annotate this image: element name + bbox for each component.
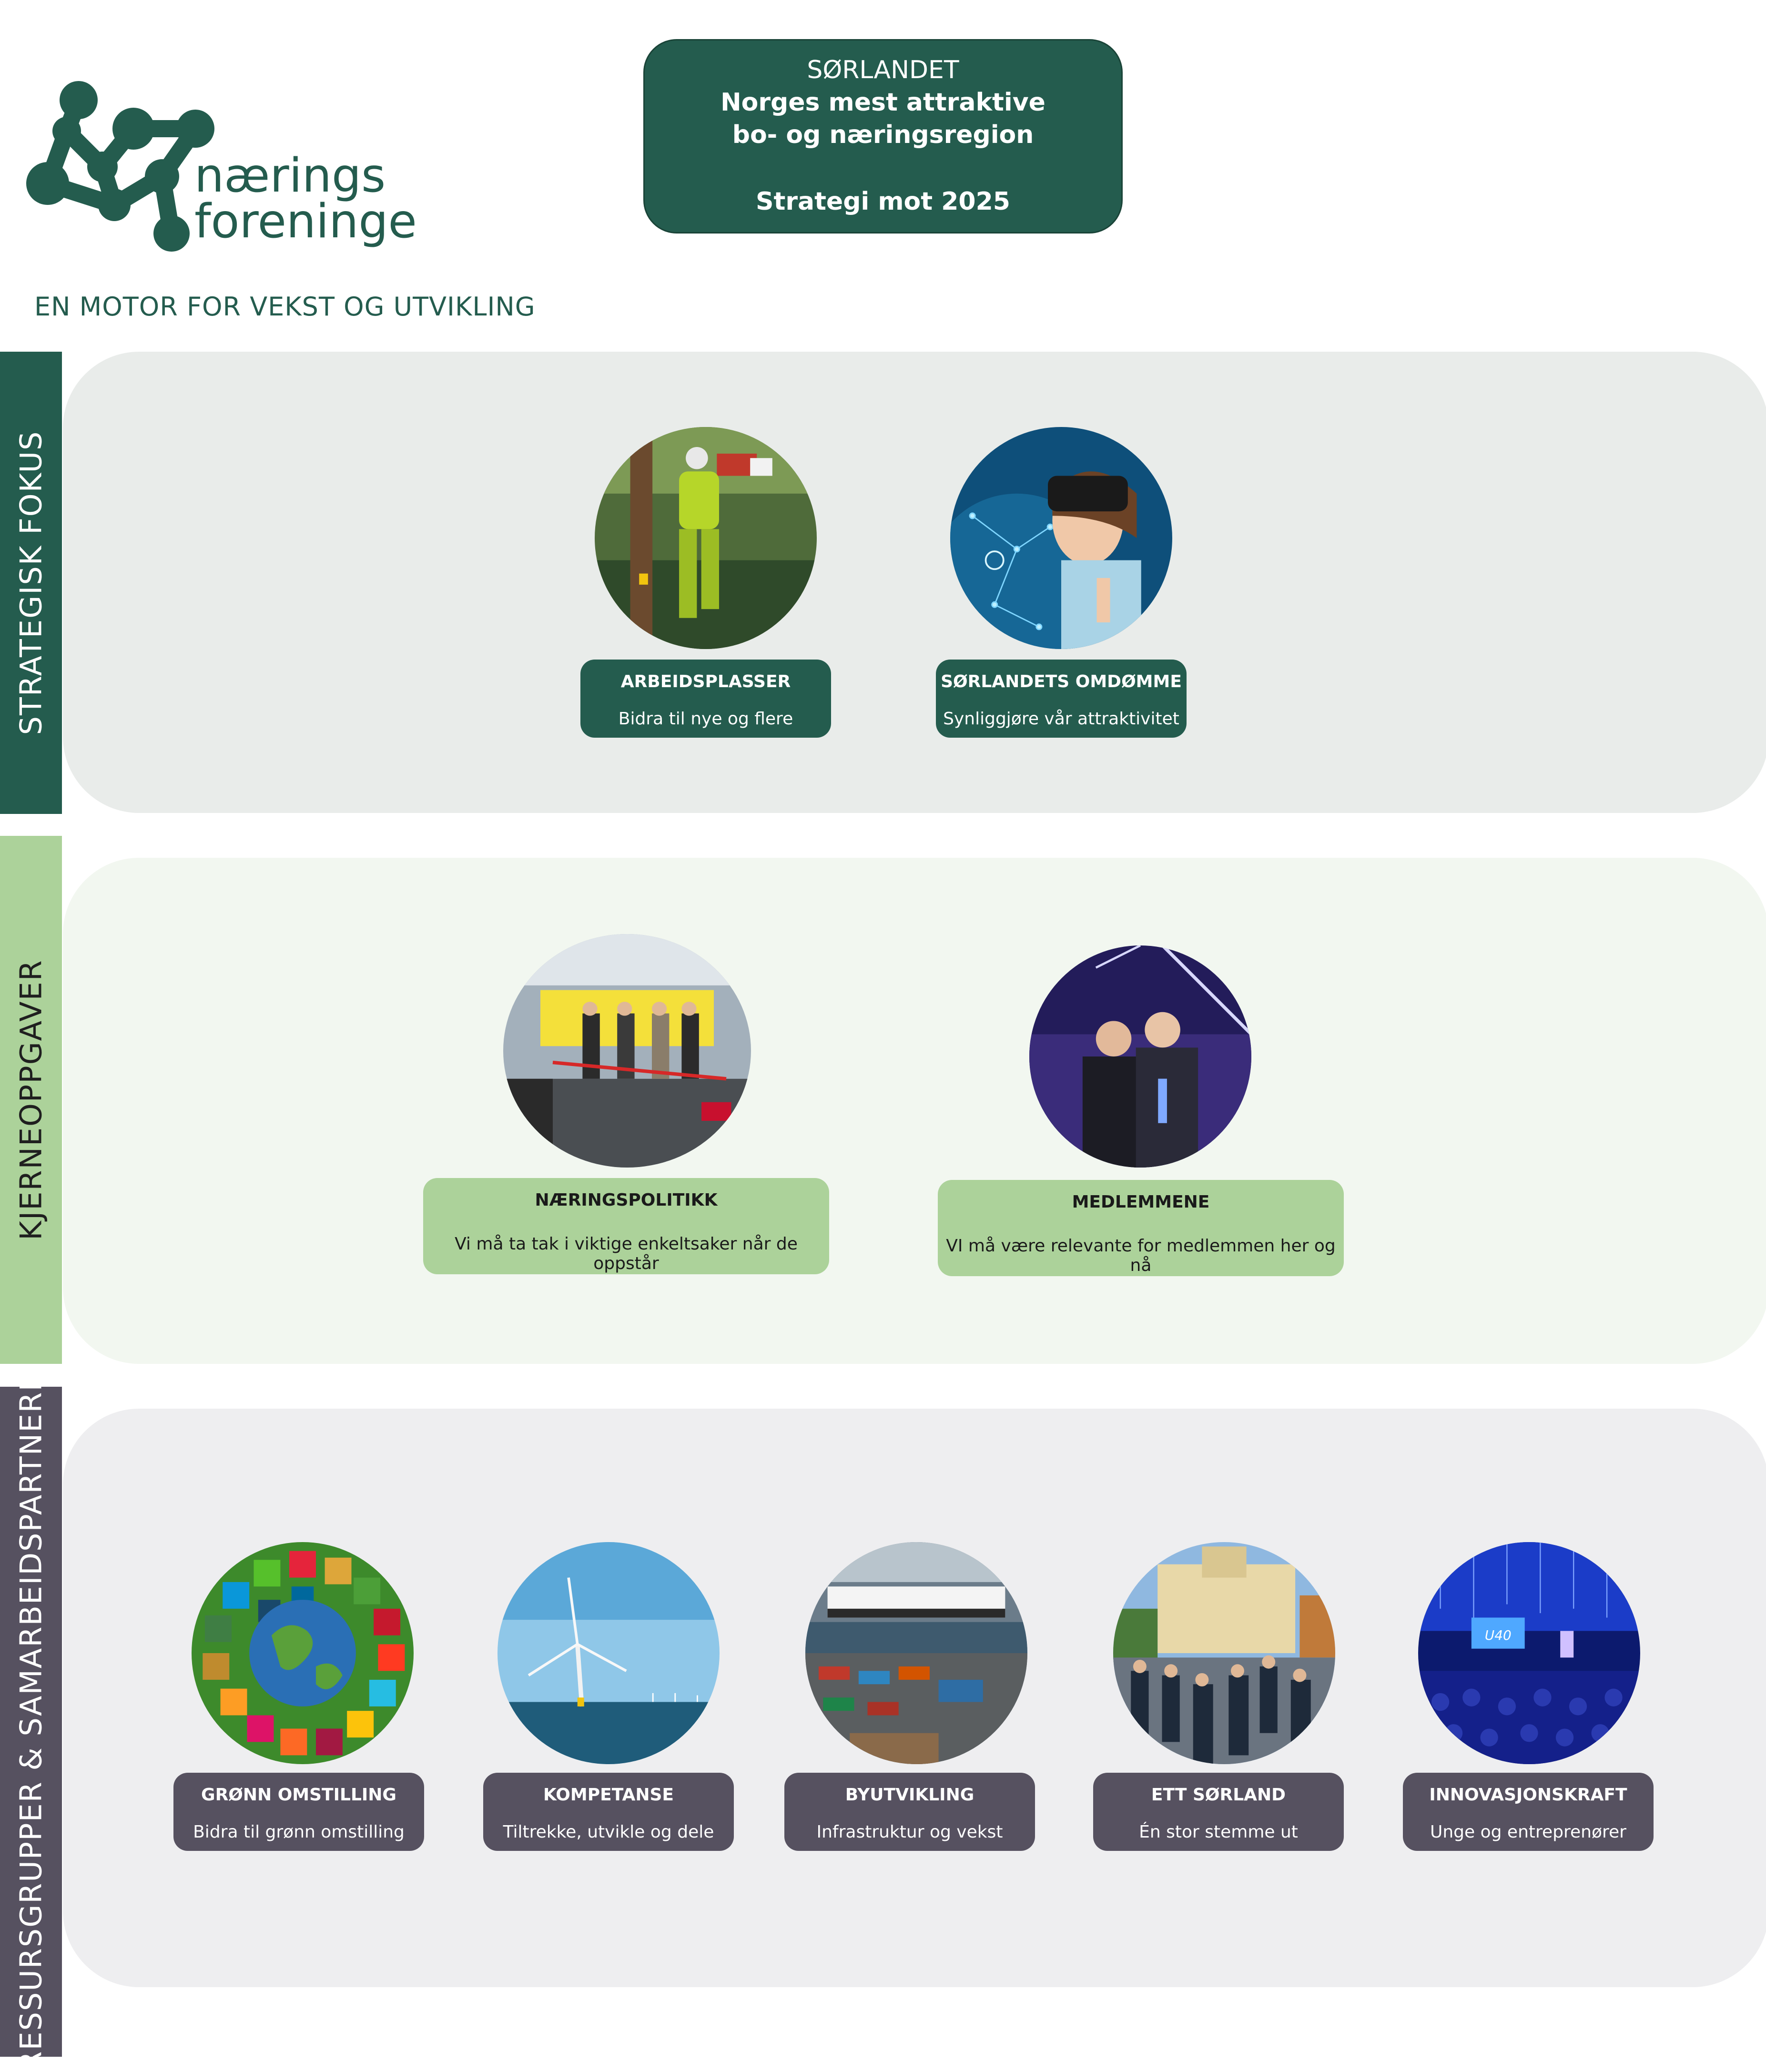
u40-screen-text: U40 bbox=[1485, 1627, 1512, 1643]
card-title: ARBEIDSPLASSER bbox=[620, 672, 791, 691]
card-title: MEDLEMMENE bbox=[1072, 1192, 1210, 1212]
card-subtitle: VI må være relevante for medlemmen her o… bbox=[946, 1236, 1336, 1275]
header-strategy: Strategi mot 2025 bbox=[756, 187, 1010, 216]
sidebar-label: STRATEGISK FOKUS bbox=[13, 430, 49, 735]
naeringsforeningen-logo: nærings foreningen bbox=[19, 67, 447, 276]
card-title: SØRLANDETS OMDØMME bbox=[941, 672, 1182, 691]
photo-parliament-crowd bbox=[1113, 1542, 1335, 1764]
panel-strategic-focus bbox=[63, 352, 1766, 813]
card-title: GRØNN OMSTILLING bbox=[201, 1785, 396, 1805]
sidebar-label: KJERNEOPPGAVER bbox=[13, 959, 49, 1240]
photo-u40-stage: U40 bbox=[1418, 1542, 1640, 1764]
card-subtitle: Infrastruktur og vekst bbox=[816, 1822, 1003, 1842]
card-title: NÆRINGSPOLITIKK bbox=[535, 1190, 718, 1210]
card-subtitle: Tiltrekke, utvikle og dele bbox=[503, 1822, 714, 1842]
photo-wind-turbine bbox=[497, 1542, 720, 1764]
card-sorlandets-omdomme: SØRLANDETS OMDØMME Synliggjøre vår attra… bbox=[936, 660, 1187, 738]
logo-word-2: foreningen bbox=[194, 194, 419, 249]
logo-word-1: nærings bbox=[194, 149, 386, 203]
card-title: KOMPETANSE bbox=[543, 1785, 674, 1805]
card-medlemmene: MEDLEMMENE VI må være relevante for medl… bbox=[938, 1180, 1344, 1276]
sidebar-label: RESSURSGRUPPER & SAMARBEIDSPARTNERE bbox=[13, 1371, 49, 2072]
card-subtitle: Bidra til grønn omstilling bbox=[193, 1822, 405, 1842]
card-arbeidsplasser: ARBEIDSPLASSER Bidra til nye og flere bbox=[580, 660, 831, 738]
strategy-header: SØRLANDET Norges mest attraktive bo- og … bbox=[643, 39, 1123, 234]
card-title: BYUTVIKLING bbox=[845, 1785, 974, 1805]
tagline: EN MOTOR FOR VEKST OG UTVIKLING bbox=[34, 292, 536, 322]
header-region: SØRLANDET bbox=[807, 56, 959, 84]
card-subtitle: Bidra til nye og flere bbox=[618, 709, 793, 729]
card-subtitle: Vi må ta tak i viktige enkeltsaker når d… bbox=[455, 1234, 798, 1273]
panel-core-tasks bbox=[63, 858, 1766, 1364]
card-subtitle: Én stor stemme ut bbox=[1139, 1822, 1298, 1842]
photo-sdg-globe bbox=[192, 1542, 414, 1764]
card-title: INNOVASJONSKRAFT bbox=[1429, 1785, 1627, 1805]
photo-ribbon-cutting bbox=[503, 934, 751, 1168]
card-subtitle: Synliggjøre vår attraktivitet bbox=[943, 709, 1179, 729]
card-subtitle: Unge og entreprenører bbox=[1430, 1822, 1626, 1842]
photo-harbour-cruise-ship bbox=[805, 1542, 1027, 1764]
sidebar-resource-groups: RESSURSGRUPPER & SAMARBEIDSPARTNERE bbox=[0, 1371, 62, 2072]
card-gronn-omstilling: GRØNN OMSTILLING Bidra til grønn omstill… bbox=[173, 1773, 424, 1851]
sidebar-core-tasks: KJERNEOPPGAVER bbox=[0, 836, 62, 1364]
card-ett-sorland: ETT SØRLAND Én stor stemme ut bbox=[1093, 1773, 1344, 1851]
card-title: ETT SØRLAND bbox=[1151, 1785, 1286, 1805]
header-title-line-2: bo- og næringsregion bbox=[732, 121, 1034, 149]
sidebar-strategic-focus: STRATEGISK FOKUS bbox=[0, 352, 62, 814]
card-byutvikling: BYUTVIKLING Infrastruktur og vekst bbox=[784, 1773, 1035, 1851]
photo-two-men-event bbox=[1029, 945, 1251, 1168]
photo-lineworker bbox=[595, 427, 817, 649]
header-title-line-1: Norges mest attraktive bbox=[721, 88, 1045, 117]
photo-vr-girl bbox=[950, 427, 1172, 649]
card-innovasjonskraft: INNOVASJONSKRAFT Unge og entreprenører bbox=[1403, 1773, 1654, 1851]
card-kompetanse: KOMPETANSE Tiltrekke, utvikle og dele bbox=[483, 1773, 734, 1851]
card-naeringspolitikk: NÆRINGSPOLITIKK Vi må ta tak i viktige e… bbox=[423, 1178, 829, 1274]
